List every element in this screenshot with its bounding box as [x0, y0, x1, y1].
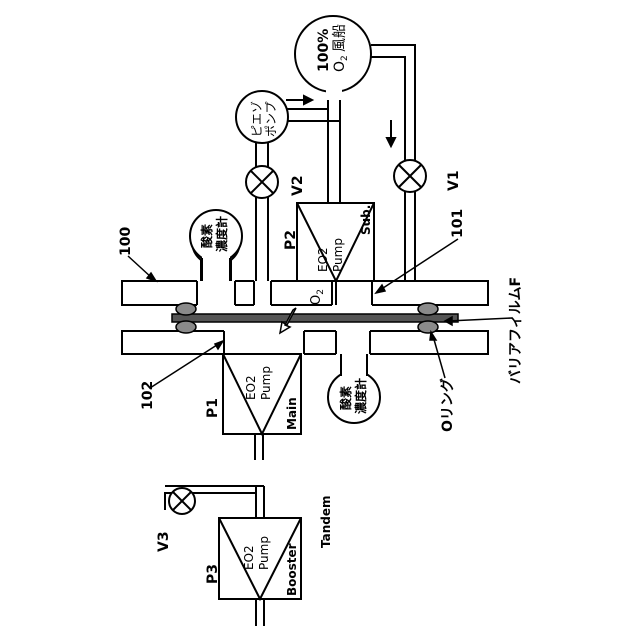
- p1-pump-line1: EO2: [244, 375, 258, 400]
- piezo-label-line2: ポンプ: [264, 101, 278, 137]
- barrier-film: [172, 314, 458, 322]
- p1-label: P1: [205, 398, 221, 418]
- balloon-name-label: 風船: [332, 24, 348, 52]
- sensor-bottom-line1: 酸素: [338, 386, 353, 410]
- balloon-percent-label: 100%: [316, 29, 332, 72]
- valve-v3: [169, 488, 195, 514]
- bottom-plate-sensor-opening: [336, 329, 370, 356]
- valve-v1: [394, 160, 426, 192]
- oring-label: Oリング: [439, 378, 456, 432]
- top-plate-sensor-opening: [197, 279, 235, 307]
- ref-102-label: 102: [140, 381, 156, 410]
- leader-100: [128, 256, 152, 278]
- p3-role-label: Booster: [285, 543, 299, 596]
- p1-role-label: Main: [285, 397, 299, 430]
- p1-outlet-pipe: [255, 434, 263, 460]
- p3-pump-line2: Pump: [257, 536, 271, 570]
- p3-pump-line1: EO2: [242, 545, 256, 570]
- p3-label: P3: [205, 564, 221, 584]
- tandem-label: Tandem: [319, 495, 333, 548]
- v3-label: V3: [156, 531, 172, 552]
- sensor-bottom-line2: 濃度計: [353, 378, 368, 414]
- piezo-to-balloon-line: [287, 109, 340, 121]
- ref-101-label: 101: [450, 209, 466, 238]
- sensor-top-line2: 濃度計: [214, 216, 229, 252]
- p1-pump-line2: Pump: [259, 366, 273, 400]
- bottom-plate-pump-opening: [224, 329, 304, 356]
- p2-inlet-line: [328, 97, 340, 203]
- p2-role-label: Sub.: [359, 205, 373, 235]
- p2-label: P2: [283, 230, 299, 250]
- arrow-down-head: [387, 138, 395, 146]
- o-ring-right-top: [418, 303, 438, 315]
- top-plate: [122, 281, 488, 305]
- o-ring-right-bottom: [418, 321, 438, 333]
- p2-pump-line2: Pump: [331, 238, 345, 272]
- barrier-film-label: バリアフィルムF: [508, 277, 524, 384]
- p2-pump-line1: EO2: [316, 247, 330, 272]
- arrow-right-head: [304, 96, 312, 104]
- v1-label: V1: [446, 170, 462, 191]
- o-ring-left-top: [176, 303, 196, 315]
- sensor-top-line1: 酸素: [199, 224, 214, 248]
- top-plate-line-opening: [254, 279, 271, 307]
- v2-label: V2: [290, 175, 306, 196]
- piezo-label-line1: ピエゾ: [250, 101, 264, 137]
- v2-line: [256, 136, 268, 281]
- ref-100-label: 100: [118, 227, 134, 256]
- top-plate-pump-opening: [332, 279, 372, 307]
- valve-v2: [246, 166, 278, 198]
- o-ring-left-bottom: [176, 321, 196, 333]
